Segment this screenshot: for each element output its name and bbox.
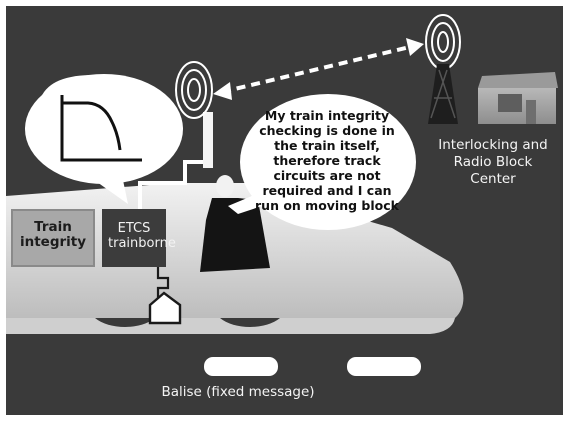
etcs-trainborne-label: ETCS trainborne [108,221,176,251]
building-icon [478,72,558,124]
radio-tower-icon [425,14,461,124]
balise-label: Balise (fixed message) [161,384,315,400]
train-wheels [95,318,280,327]
balise-1 [204,357,278,376]
train-integrity-label: Train integrity [19,219,87,251]
speech-bubble-text: My train integrity checking is done in t… [255,108,399,213]
etcs-trainborne-box [102,209,166,267]
radio-antenna-icon [175,61,213,119]
interlocking-label: Interlocking and Radio Block Center [438,137,548,187]
balise-2 [347,357,421,376]
train-integrity-box [11,209,95,267]
antenna-mast [203,112,213,168]
radio-link-arrow [213,38,424,100]
speed-curve-icon [60,95,142,162]
speech-bubble [236,94,416,230]
balise-icon [148,267,182,325]
